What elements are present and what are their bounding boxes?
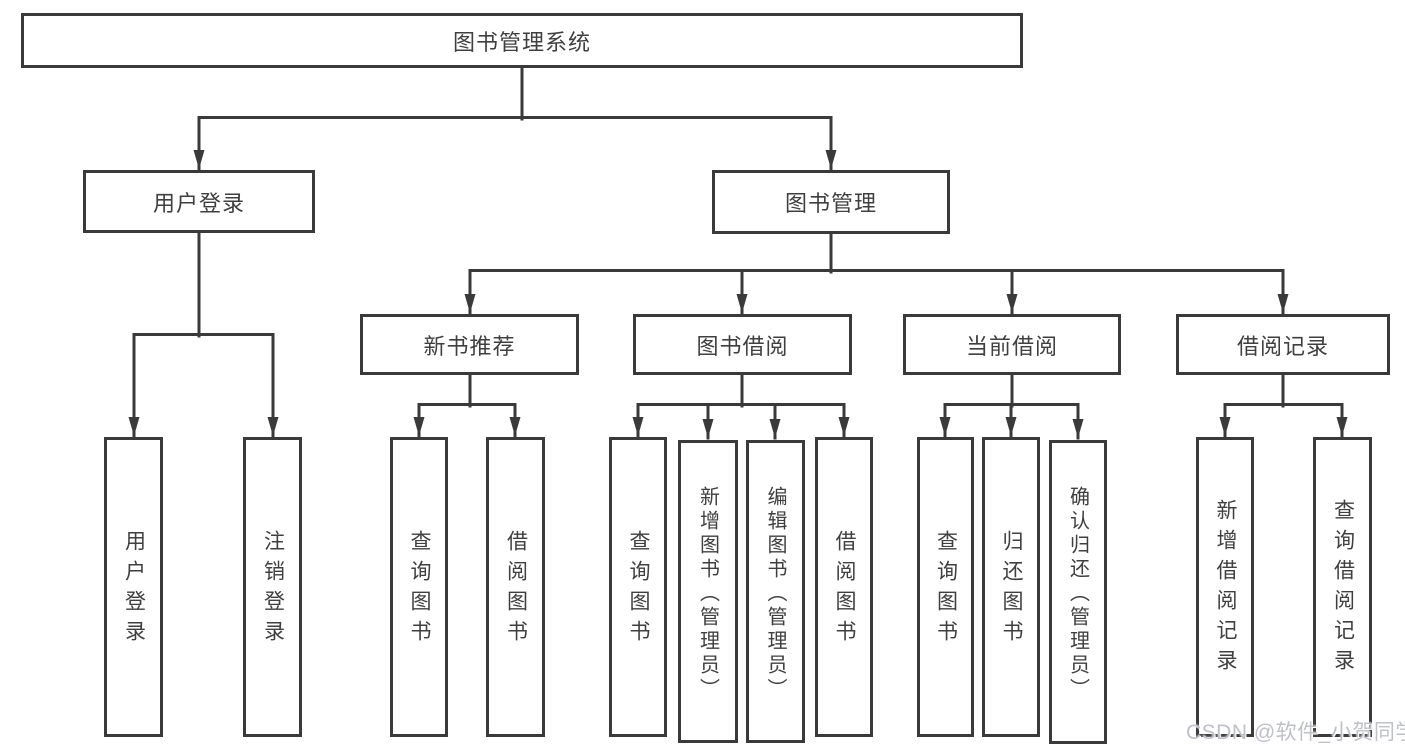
leaf-add-books-admin: 新增图书（管理员） <box>678 440 738 743</box>
leaf-user-login: 用户登录 <box>104 437 163 737</box>
node-new-book-recommend: 新书推荐 <box>360 314 579 375</box>
leaf-query-books-recommend: 查询图书 <box>390 437 448 737</box>
leaf-borrow-books: 借阅图书 <box>815 437 873 737</box>
leaf-query-books-borrow: 查询图书 <box>609 437 667 737</box>
csdn-watermark: CSDN @软件_小贺同学 <box>1186 721 1405 744</box>
leaf-borrow-books-recommend: 借阅图书 <box>486 437 545 737</box>
node-current-borrow: 当前借阅 <box>903 314 1121 375</box>
node-book-management: 图书管理 <box>712 170 950 234</box>
leaf-query-borrow-record: 查询借阅记录 <box>1313 437 1372 737</box>
leaf-return-books: 归还图书 <box>982 437 1040 737</box>
node-user-login: 用户登录 <box>83 170 315 233</box>
node-library-management-system: 图书管理系统 <box>21 13 1023 68</box>
leaf-confirm-return-admin: 确认归还（管理员） <box>1049 440 1107 744</box>
leaf-edit-books-admin: 编辑图书（管理员） <box>746 440 805 743</box>
node-borrow-records: 借阅记录 <box>1176 314 1390 375</box>
leaf-add-borrow-record: 新增借阅记录 <box>1196 437 1254 737</box>
leaf-logout-login: 注销登录 <box>243 437 302 737</box>
node-book-borrow: 图书借阅 <box>633 314 852 375</box>
leaf-query-books-current: 查询图书 <box>917 437 974 737</box>
